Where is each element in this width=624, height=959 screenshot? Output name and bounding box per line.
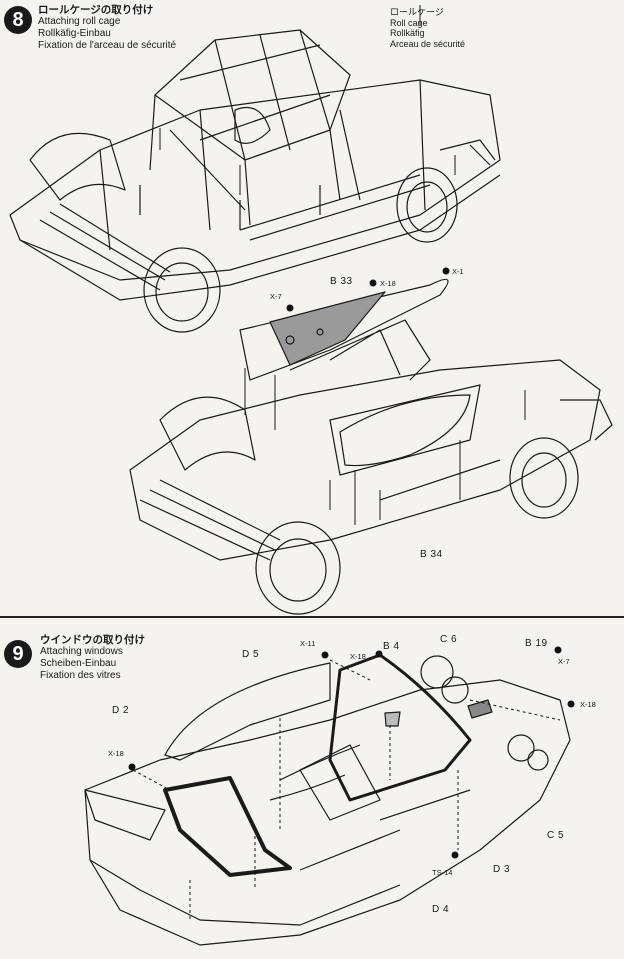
roll-cage-callout-de: Rollkäfig (390, 28, 425, 38)
part-c6-label: C 6 (440, 634, 458, 645)
screw-x18c-icon (567, 700, 575, 708)
part-b33-label: B 33 (330, 276, 353, 287)
step-8-title-en: Attaching roll cage (38, 16, 121, 27)
assembly-arrows-step8 (159, 5, 526, 525)
roll-cage-callout-jp: ロールケージ (390, 7, 444, 17)
lower-chassis-drawing (129, 319, 613, 615)
panel-b33-drawing (239, 278, 449, 381)
step-8-illustration (9, 5, 613, 615)
part-d4-label: D 4 (432, 904, 450, 915)
step-9-number: 9 (4, 640, 32, 668)
step-8-title-jp: ロールケージの取り付け (38, 4, 154, 16)
screw-markers-step8 (286, 267, 450, 312)
step-9-title: ウインドウの取り付け Attaching windows Scheiben-Ei… (40, 634, 145, 682)
roll-cage-callout-en: Roll cage (390, 17, 428, 28)
screw-x11-icon (321, 651, 329, 659)
part-b19-label: B 19 (525, 638, 548, 649)
screw-ts14-icon (451, 851, 459, 859)
roll-cage-callout: ロールケージ Roll cage Rollkäfig Arceau de séc… (390, 7, 465, 49)
screw-x18b-icon (128, 763, 136, 771)
screw-x7-icon (286, 304, 294, 312)
part-b34-label: B 34 (420, 549, 443, 560)
part-b4-label: B 4 (383, 641, 400, 652)
step-9-title-fr: Fixation des vitres (40, 670, 121, 681)
upper-chassis-drawing (9, 29, 501, 333)
screw-x18-icon (369, 279, 377, 287)
step-9-title-jp: ウインドウの取り付け (40, 634, 145, 646)
screw-x18b-label: X-18 (108, 749, 124, 758)
part-c5-label: C 5 (547, 830, 565, 841)
assembly-arrows-step9 (132, 659, 561, 920)
screw-ts14-label: TS-14 (432, 868, 453, 877)
step-8-title-de: Rollkäfig-Einbau (38, 28, 111, 39)
screw-x18-label: X-18 (380, 279, 396, 288)
part-d5-label: D 5 (242, 649, 260, 660)
screw-markers-step9 (128, 646, 575, 859)
screw-x18a-label: X-18 (350, 652, 366, 661)
screw-x18c-label: X-18 (580, 700, 596, 709)
screw-x7-icon (554, 646, 562, 654)
screw-x18a-icon (375, 650, 383, 658)
section-divider (0, 616, 624, 618)
step-8-number: 8 (4, 6, 32, 34)
body-shell-drawing (84, 653, 571, 946)
step-9-title-en: Attaching windows (40, 646, 123, 657)
step-9-title-de: Scheiben-Einbau (40, 658, 117, 669)
screw-x11-label: X-11 (300, 639, 316, 648)
screw-x1-icon (442, 267, 450, 275)
step-8-title-fr: Fixation de l'arceau de sécurité (38, 40, 177, 51)
part-d3-label: D 3 (493, 864, 511, 875)
screw-x7-label: X-7 (270, 292, 282, 301)
screw-x7-label: X-7 (558, 657, 570, 666)
step-8-title: ロールケージの取り付け Attaching roll cage Rollkäfi… (38, 4, 176, 52)
roll-cage-callout-fr: Arceau de sécurité (390, 38, 466, 49)
screw-x1-label: X-1 (452, 267, 464, 276)
part-d2-label: D 2 (112, 705, 130, 716)
